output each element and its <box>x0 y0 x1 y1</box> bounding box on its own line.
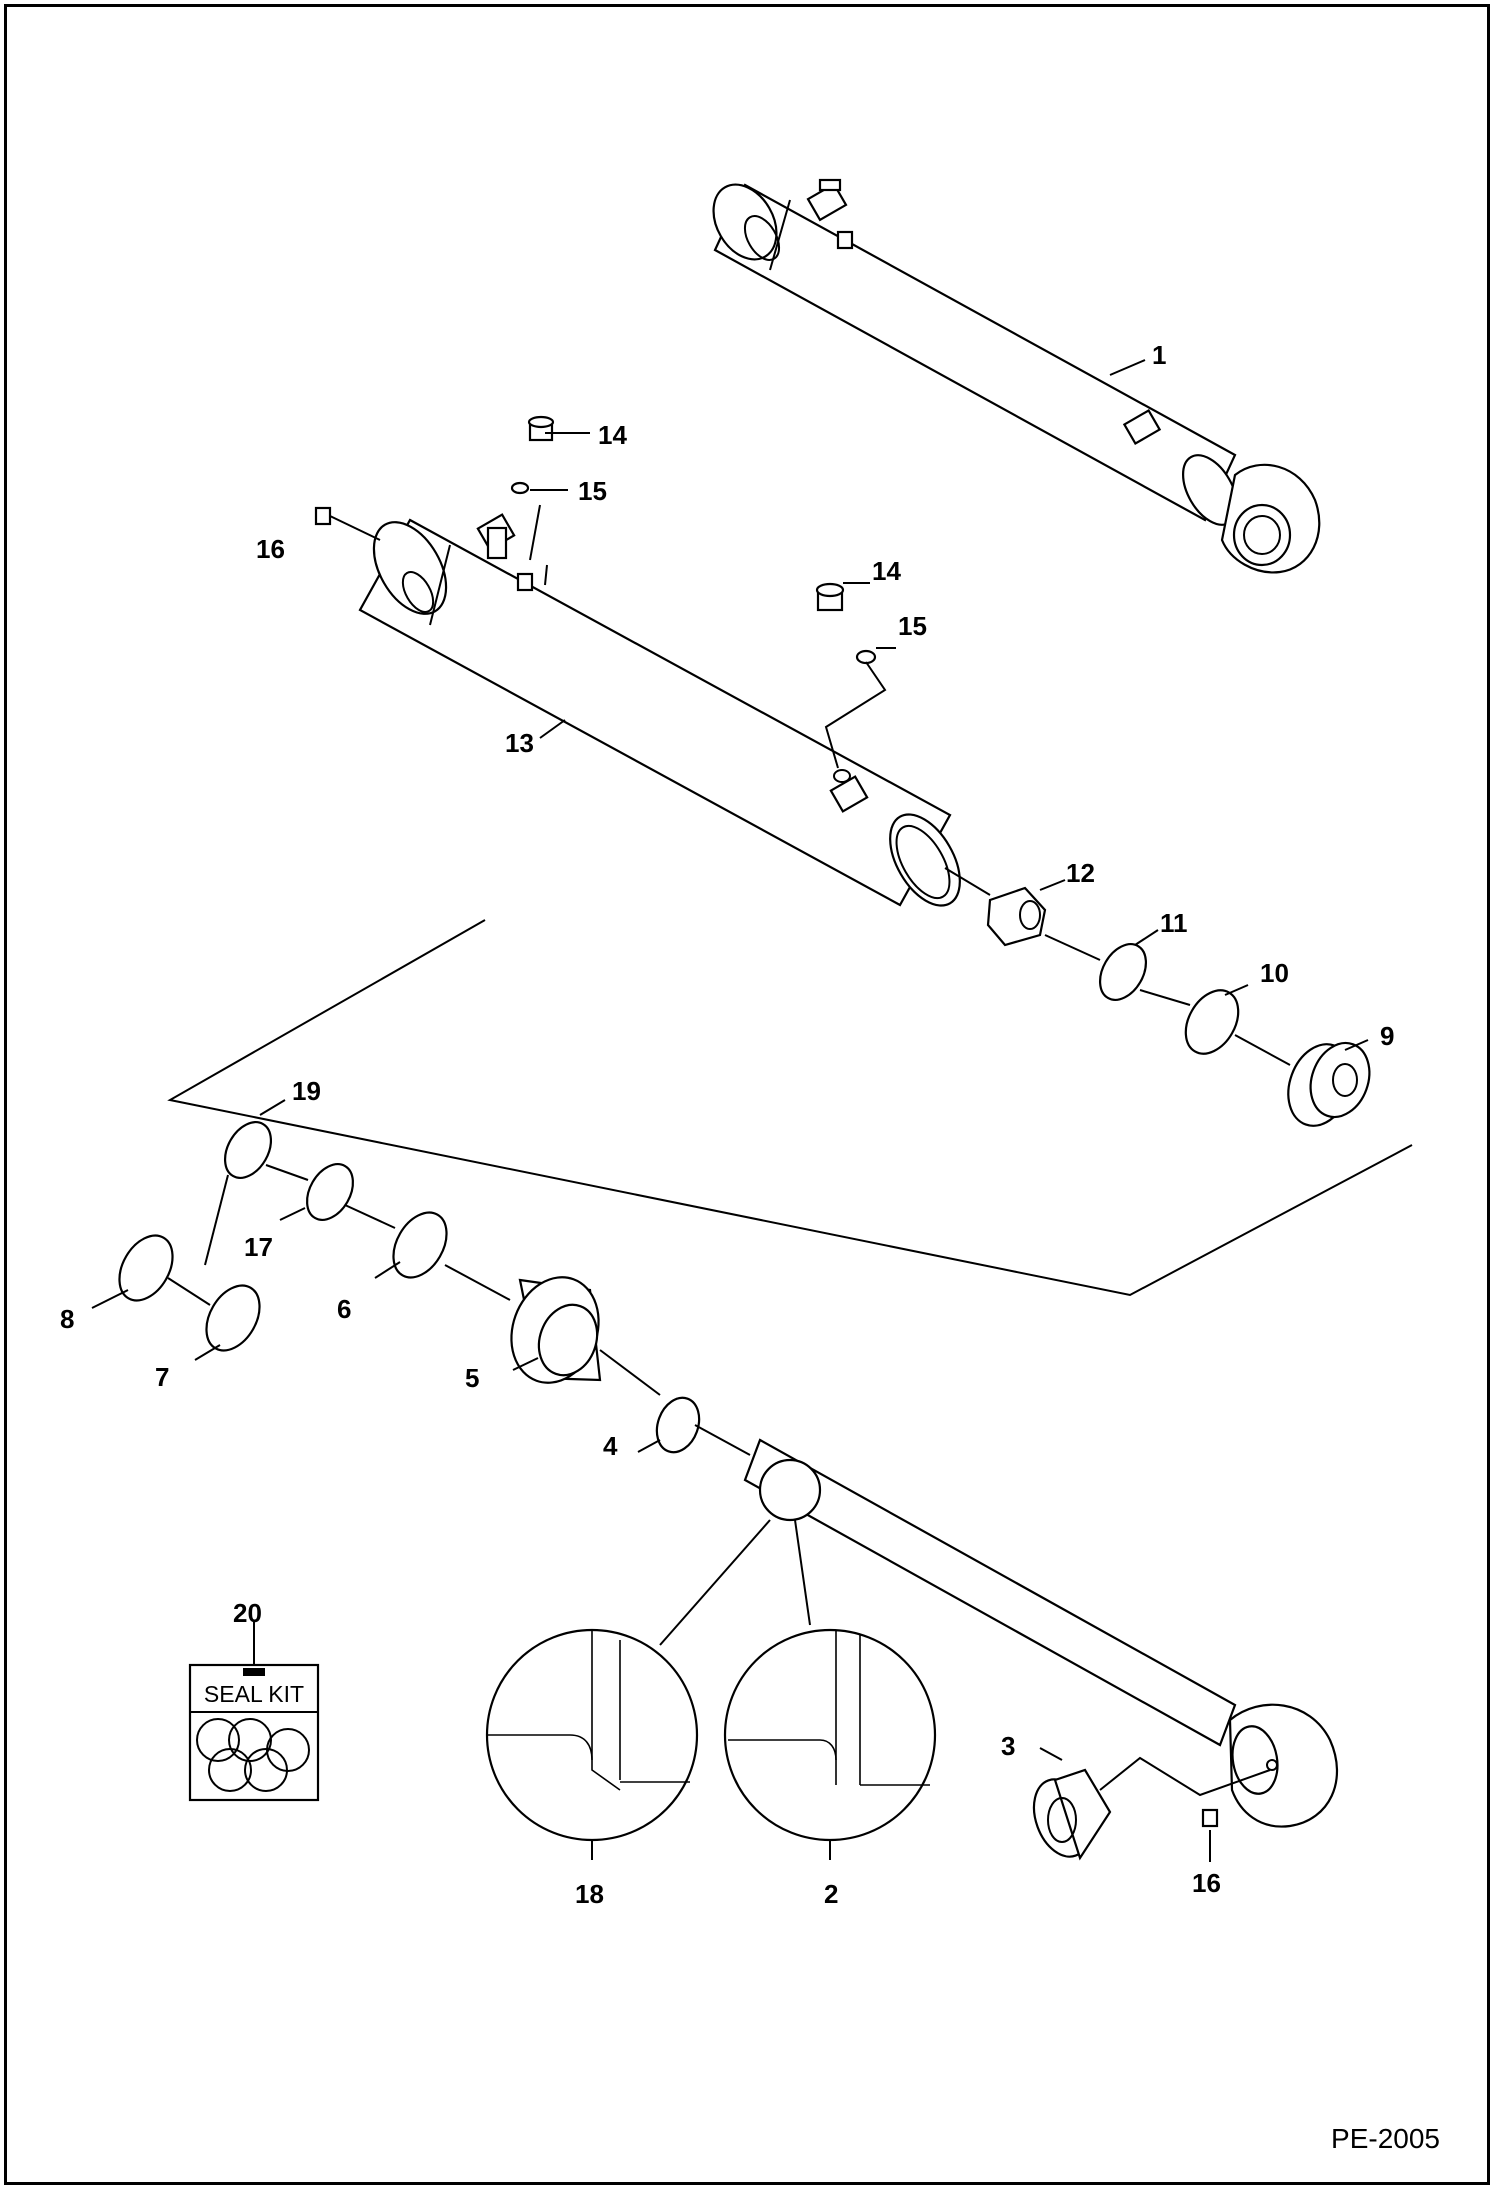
callout-19: 19 <box>292 1076 321 1106</box>
plug-fitting-mid <box>815 582 845 612</box>
callout-3: 3 <box>1001 1731 1015 1761</box>
callout-5: 5 <box>465 1363 479 1393</box>
callout-9: 9 <box>1380 1021 1394 1051</box>
callout-14-upper: 14 <box>598 420 627 450</box>
callout-17: 17 <box>244 1232 273 1262</box>
callout-2: 2 <box>824 1879 838 1909</box>
assembly-outline <box>167 919 1413 1297</box>
callout-11: 11 <box>1160 908 1188 938</box>
wiper-17 <box>305 1163 355 1221</box>
detail-circle-18 <box>485 1628 699 1842</box>
detail-circle-2 <box>723 1628 937 1842</box>
piston <box>1287 1041 1371 1127</box>
callout-7: 7 <box>155 1362 169 1392</box>
callout-14-lower: 14 <box>872 556 901 586</box>
callout-16-lower: 16 <box>1192 1868 1221 1898</box>
callout-4: 4 <box>603 1431 618 1461</box>
callout-13: 13 <box>505 728 534 758</box>
o-ring-small-top <box>510 481 530 495</box>
grease-fitting-bottom <box>1201 1808 1219 1828</box>
o-ring-small-mid <box>855 649 877 665</box>
bushing <box>1032 1768 1112 1861</box>
callout-6: 6 <box>337 1294 351 1324</box>
assembled-cylinder <box>712 178 1321 574</box>
piston-rod <box>743 1438 1339 1828</box>
detail-leader-2 <box>794 1519 811 1626</box>
seal-kit-box <box>188 1663 320 1802</box>
cylinder-head <box>510 1276 602 1384</box>
ring-7 <box>205 1284 261 1352</box>
page-border <box>4 4 1490 2185</box>
seal-kit-label: SEAL KIT <box>204 1681 304 1707</box>
cylinder-barrel <box>358 513 961 907</box>
callout-15-lower: 15 <box>898 611 927 641</box>
piston-ring-10 <box>1184 989 1240 1055</box>
reference-code: PE-2005 <box>1331 2123 1440 2154</box>
grease-fitting-top <box>314 506 332 526</box>
callout-20: 20 <box>233 1598 262 1628</box>
rod-seal-4 <box>655 1396 701 1454</box>
callout-16-upper: 16 <box>256 534 285 564</box>
ring-8 <box>118 1234 174 1302</box>
piston-ring-11 <box>1098 943 1148 1001</box>
plug-fitting-top <box>527 415 555 442</box>
ring-6 <box>392 1211 448 1279</box>
ring-19 <box>223 1121 273 1179</box>
callout-1: 1 <box>1152 340 1166 370</box>
callout-18: 18 <box>575 1879 604 1909</box>
callout-15-upper: 15 <box>578 476 607 506</box>
callout-10: 10 <box>1260 958 1289 988</box>
leader-lines <box>91 359 1369 1862</box>
piston-nut <box>986 886 1047 947</box>
callout-12: 12 <box>1066 858 1095 888</box>
detail-leader-18 <box>659 1519 771 1646</box>
callout-8: 8 <box>60 1304 74 1334</box>
